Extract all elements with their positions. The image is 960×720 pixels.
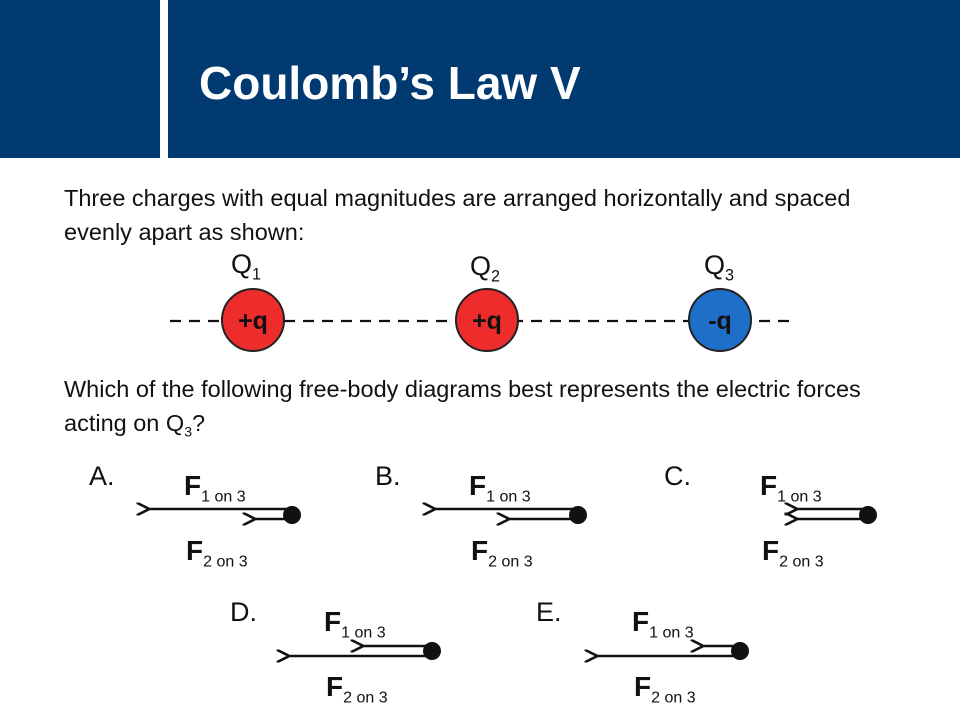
charge-label-q1: Q1 — [231, 249, 262, 284]
choice-c-letter: C. — [664, 461, 691, 491]
choice-d-f1-label: F1 on 3 — [324, 606, 386, 642]
choice-b-f2-label: F2 on 3 — [471, 535, 533, 571]
header-left-panel — [0, 0, 160, 158]
fbd-choice-c — [796, 506, 877, 524]
object-dot — [731, 642, 749, 660]
object-dot — [423, 642, 441, 660]
object-dot — [283, 506, 301, 524]
fbd-choice-e — [596, 642, 749, 660]
charge-q2: +q — [455, 288, 519, 352]
intro-text: Three charges with equal magnitudes are … — [64, 185, 851, 245]
charge-circle-q3 — [688, 288, 752, 352]
choice-e-f2-label: F2 on 3 — [634, 671, 696, 707]
charge-label-q2: Q2 — [470, 251, 501, 286]
object-dot — [859, 506, 877, 524]
charge-sign-q2: +q — [472, 307, 502, 335]
choice-c-f1-label: F1 on 3 — [760, 470, 822, 506]
choice-e-f1-label: F1 on 3 — [632, 606, 694, 642]
fbd-choice-b — [434, 506, 587, 524]
choice-b-f1-label: F1 on 3 — [469, 470, 531, 506]
charge-circle-q2 — [455, 288, 519, 352]
charge-q1: +q — [221, 288, 285, 352]
object-dot — [569, 506, 587, 524]
choice-d-letter: D. — [230, 597, 257, 627]
question-text: Which of the following free-body diagram… — [64, 376, 861, 440]
charge-circle-q1 — [221, 288, 285, 352]
choice-b-letter: B. — [375, 461, 401, 491]
choice-c-f2-label: F2 on 3 — [762, 535, 824, 571]
charge-label-q3: Q3 — [704, 250, 735, 285]
charge-q3: -q — [688, 288, 752, 352]
choice-a-f2-label: F2 on 3 — [186, 535, 248, 571]
header-banner — [168, 0, 960, 158]
fbd-choice-d — [288, 642, 441, 660]
choice-a-letter: A. — [89, 461, 115, 491]
slide-title: Coulomb’s Law V — [199, 57, 581, 109]
fbd-choice-a — [148, 506, 301, 524]
charge-sign-q3: -q — [708, 307, 732, 335]
charge-sign-q1: +q — [238, 307, 268, 335]
choice-d-f2-label: F2 on 3 — [326, 671, 388, 707]
choice-e-letter: E. — [536, 597, 562, 627]
choice-a-f1-label: F1 on 3 — [184, 470, 246, 506]
